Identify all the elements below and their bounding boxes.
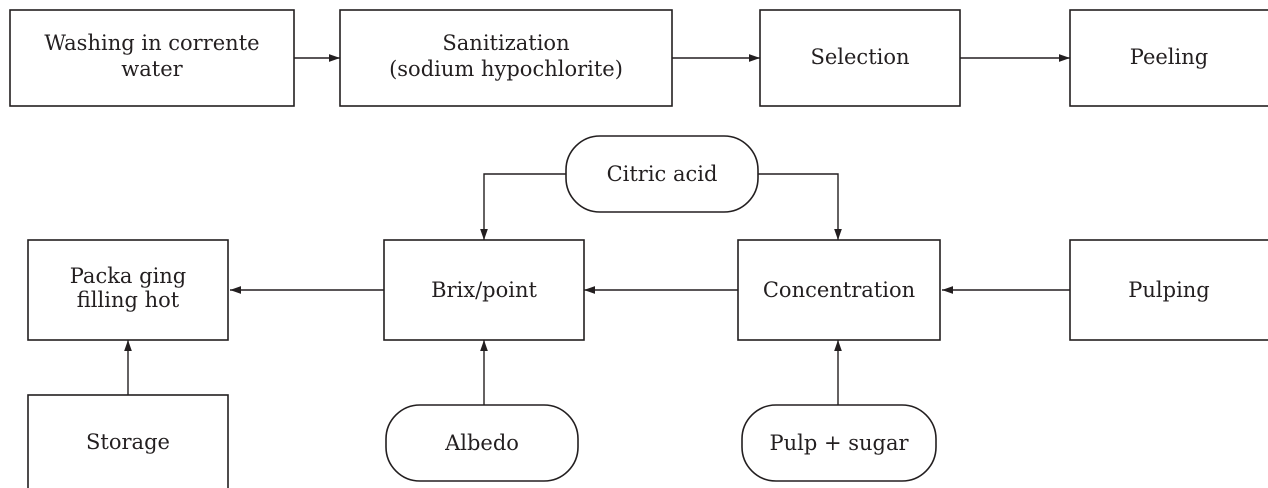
node-packaging-line-2: filling hot [77,288,180,312]
node-washing-line-2: water [121,57,183,81]
node-sanitization-line-2: (sodium hypochlorite) [389,57,623,81]
node-storage: Storage [27,394,229,488]
node-concentration-label: Concentration [763,278,915,302]
node-citric-acid: Citric acid [565,135,759,213]
node-washing-line-1: Washing in corrente [44,31,259,55]
edge-citric-acid-to-brix [480,173,566,240]
node-packaging-line-1: Packa ging [70,264,187,288]
node-citric-acid-label: Citric acid [607,162,718,186]
edge-citric-acid-to-concentration [758,173,842,240]
node-selection-label: Selection [810,45,909,69]
node-brix-label: Brix/point [431,278,537,302]
svg-text:Sanitization(sodium hypochlori: Sanitization(sodium hypochlorite) [389,31,623,81]
node-albedo: Albedo [385,404,579,482]
node-peeling-label: Peeling [1130,45,1208,69]
node-peeling: Peeling [1069,9,1268,107]
node-pulp-sugar: Pulp + sugar [741,404,937,482]
node-brix: Brix/point [383,239,585,341]
node-storage-label: Storage [86,430,170,454]
node-pulping-label: Pulping [1128,278,1210,302]
node-pulping: Pulping [1069,239,1268,341]
edges [124,54,1070,405]
node-sanitization: Sanitization(sodium hypochlorite) [339,9,673,107]
node-pulp-sugar-label: Pulp + sugar [769,431,909,455]
node-selection: Selection [759,9,961,107]
node-sanitization-line-1: Sanitization [442,31,569,55]
node-albedo-label: Albedo [444,431,519,455]
node-concentration: Concentration [737,239,941,341]
